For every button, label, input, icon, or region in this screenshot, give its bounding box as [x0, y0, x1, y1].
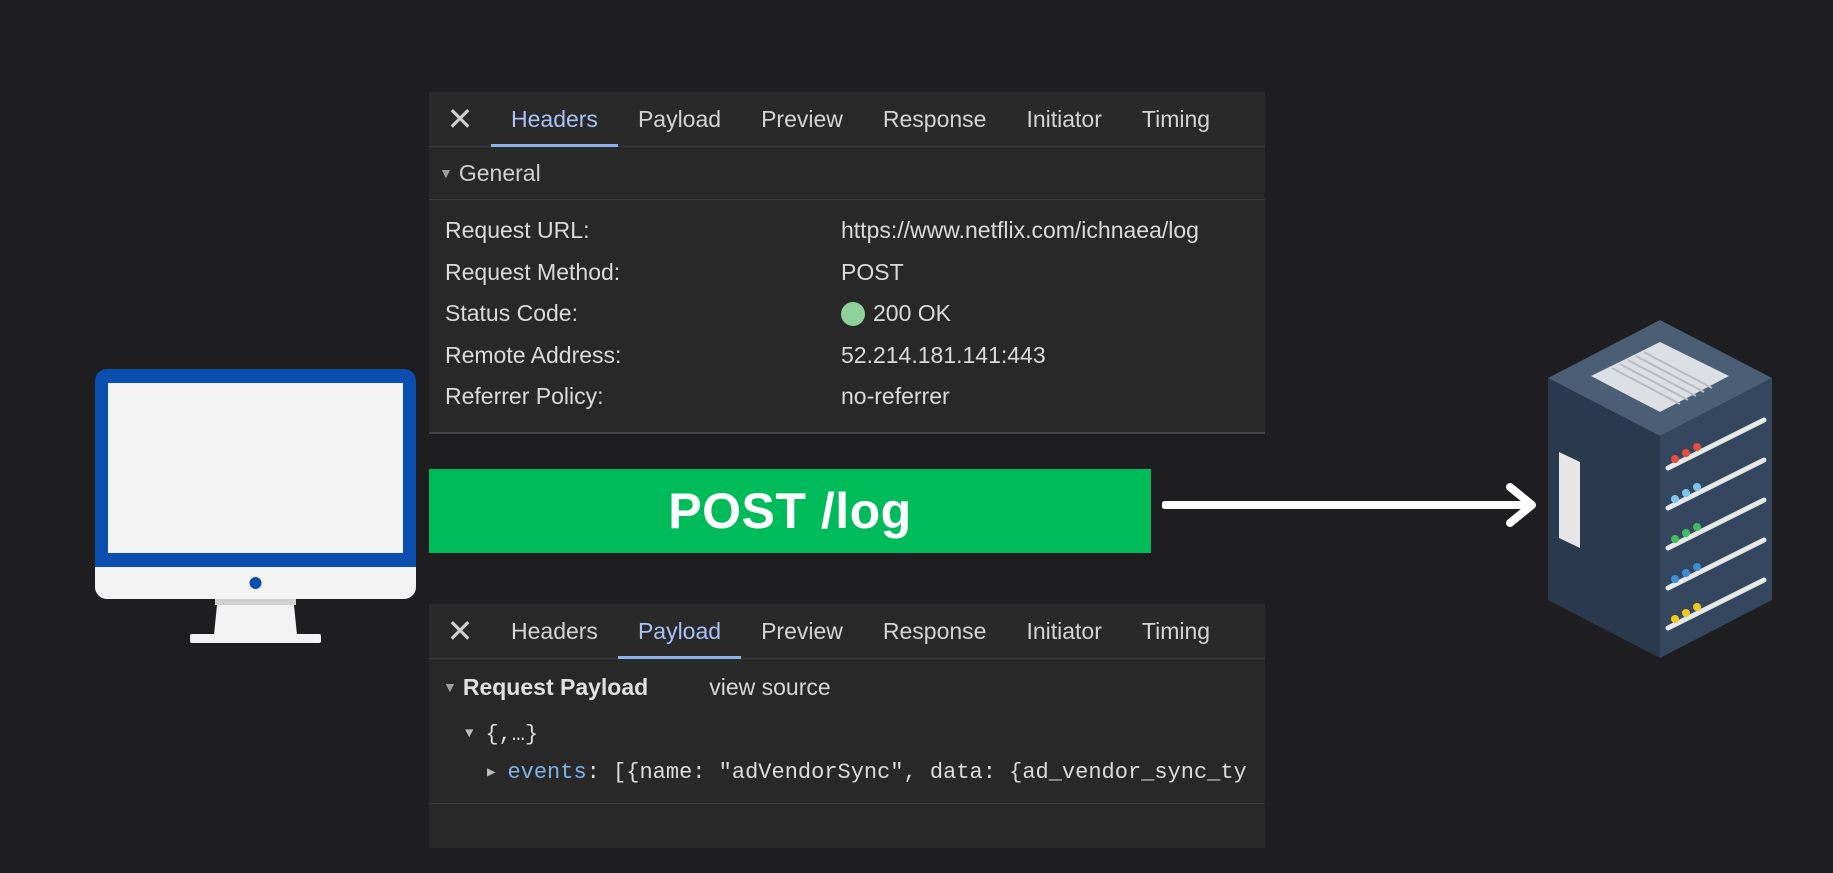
tab-timing[interactable]: Timing	[1141, 105, 1211, 132]
root-object-text: {,…}	[485, 721, 539, 747]
close-icon[interactable]: ✕	[446, 613, 474, 649]
tab-initiator[interactable]: Initiator	[1026, 105, 1102, 132]
tab-response[interactable]: Response	[882, 105, 987, 132]
tab-bar: ✕ Headers Payload Preview Response Initi…	[429, 604, 1265, 659]
referrer-policy-row: Referrer Policy: no-referrer	[429, 376, 1265, 418]
tab-payload[interactable]: Payload	[617, 604, 742, 659]
general-section-toggle[interactable]: ▼ General	[429, 147, 1265, 200]
remote-address-row: Remote Address: 52.214.181.141:443	[429, 335, 1265, 377]
request-url-row: Request URL: https://www.netflix.com/ich…	[429, 210, 1265, 252]
status-code-value: 200 OK	[841, 300, 951, 327]
row-label: Status Code:	[445, 300, 578, 327]
request-payload-title[interactable]: Request Payload	[462, 673, 649, 700]
tab-payload[interactable]: Payload	[637, 105, 722, 132]
request-url-value[interactable]: https://www.netflix.com/ichnaea/log	[841, 217, 1199, 244]
general-rows: Request URL: https://www.netflix.com/ich…	[429, 200, 1265, 418]
events-key: events	[507, 759, 587, 785]
row-label: Referrer Policy:	[445, 383, 604, 410]
request-payload-header: ▼ Request Payload view source	[429, 659, 1265, 715]
right-arrow-icon	[1162, 483, 1536, 527]
devtools-payload-panel: ✕ Headers Payload Preview Response Initi…	[429, 604, 1265, 848]
expanded-triangle-icon: ▼	[439, 165, 453, 181]
events-value: : [{name: "adVendorSync", data: {ad_vend…	[586, 759, 1247, 785]
devtools-headers-panel: ✕ Headers Payload Preview Response Initi…	[429, 92, 1265, 434]
row-label: Remote Address:	[445, 341, 622, 368]
post-request-banner: POST /log	[429, 469, 1151, 553]
tab-response[interactable]: Response	[882, 617, 987, 644]
section-title: General	[458, 159, 541, 186]
tab-preview[interactable]: Preview	[761, 617, 843, 644]
tab-timing[interactable]: Timing	[1141, 617, 1211, 644]
tab-initiator[interactable]: Initiator	[1026, 617, 1102, 644]
expanded-triangle-icon: ▼	[465, 726, 474, 742]
collapsed-triangle-icon: ▶	[487, 764, 496, 781]
referrer-policy-value: no-referrer	[841, 383, 950, 410]
server-rack-icon	[1548, 320, 1772, 658]
payload-root-node[interactable]: ▼ {,…}	[429, 715, 1265, 753]
payload-tree: ▼ {,…} ▶ events : [{name: "adVendorSync"…	[429, 715, 1265, 791]
view-source-link[interactable]: view source	[709, 673, 831, 700]
tab-bar: ✕ Headers Payload Preview Response Initi…	[429, 92, 1265, 147]
close-icon[interactable]: ✕	[446, 101, 474, 137]
tab-headers[interactable]: Headers	[491, 92, 618, 147]
status-dot-icon	[841, 301, 865, 326]
row-label: Request Method:	[445, 258, 621, 285]
tab-preview[interactable]: Preview	[761, 105, 843, 132]
desktop-monitor-icon	[95, 369, 416, 643]
divider	[429, 432, 1265, 434]
events-node[interactable]: ▶ events : [{name: "adVendorSync", data:…	[429, 753, 1265, 791]
expanded-triangle-icon[interactable]: ▼	[443, 679, 457, 695]
tab-headers[interactable]: Headers	[511, 617, 598, 644]
remote-address-value: 52.214.181.141:443	[841, 341, 1046, 368]
status-code-row: Status Code: 200 OK	[429, 293, 1265, 335]
row-label: Request URL:	[445, 217, 590, 244]
divider	[429, 803, 1265, 804]
request-method-row: Request Method: POST	[429, 252, 1265, 294]
request-method-value: POST	[841, 258, 904, 285]
status-text: 200 OK	[873, 300, 951, 327]
